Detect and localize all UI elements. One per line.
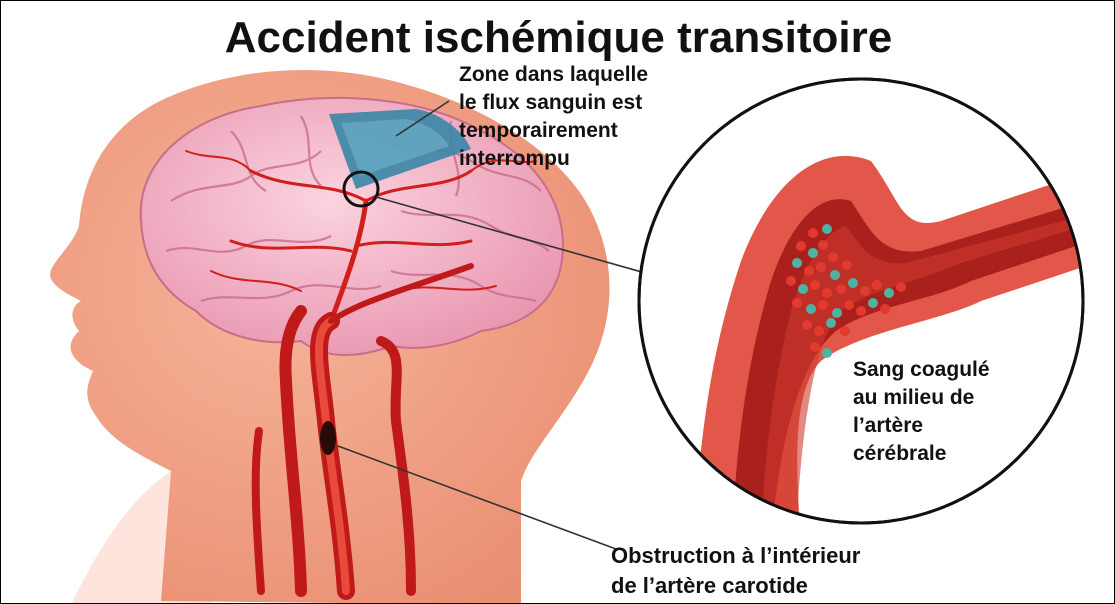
ischemic-zone-label: Zone dans laquelle le flux sanguin est t… xyxy=(459,61,648,173)
label-line: au milieu de xyxy=(853,384,990,412)
label-line: l’artère xyxy=(853,412,990,440)
label-line: Zone dans laquelle xyxy=(459,61,648,89)
carotid-obstruction-label: Obstruction à l’intérieur de l’artère ca… xyxy=(611,541,860,601)
label-line: de l’artère carotide xyxy=(611,571,860,601)
label-line: interrompu xyxy=(459,145,648,173)
label-line: temporairement xyxy=(459,117,648,145)
label-line: cérébrale xyxy=(853,440,990,468)
label-line: Obstruction à l’intérieur xyxy=(611,541,860,571)
diagram-title: Accident ischémique transitoire xyxy=(1,13,1115,63)
label-line: le flux sanguin est xyxy=(459,89,648,117)
clot-label: Sang coagulé au milieu de l’artère céréb… xyxy=(853,356,990,468)
label-line: Sang coagulé xyxy=(853,356,990,384)
carotid-obstruction xyxy=(320,421,336,455)
